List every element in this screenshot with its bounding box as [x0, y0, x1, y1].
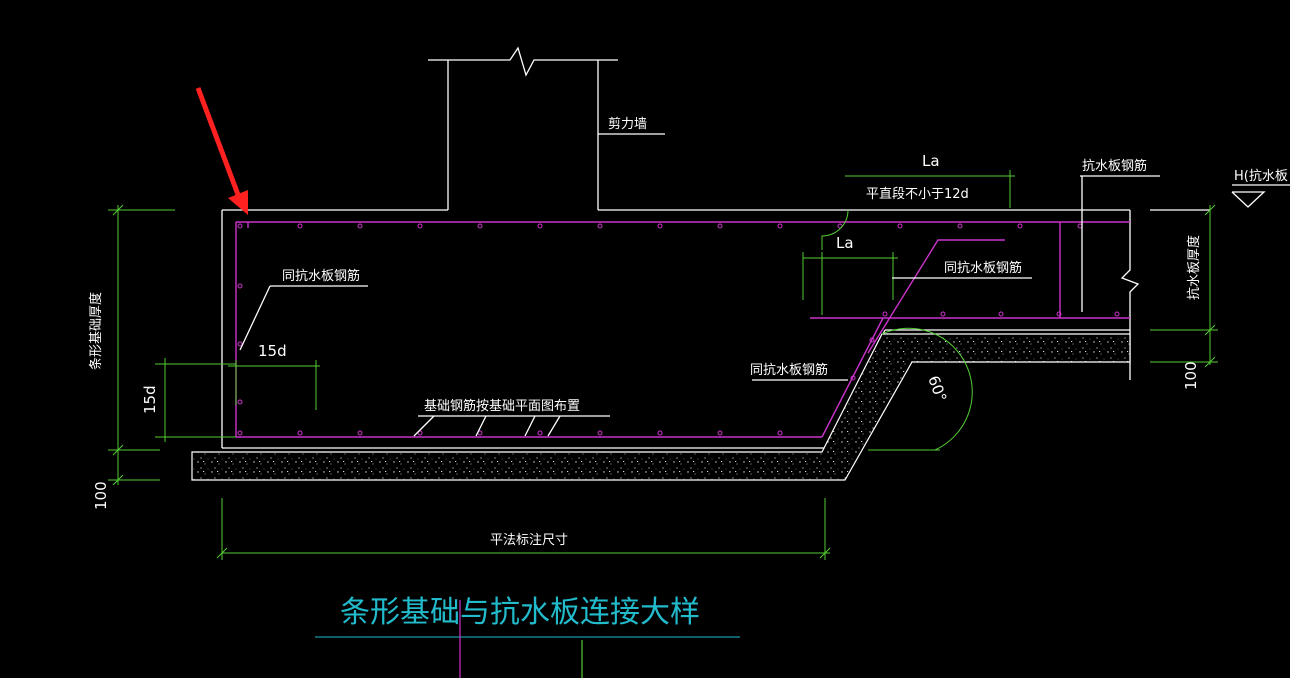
rebar-dot [237, 341, 243, 347]
rebar-dot [297, 430, 303, 436]
rebar-dot [657, 430, 663, 436]
dim-100-right: 100 [1182, 361, 1200, 390]
rebar-dot [237, 430, 243, 436]
rebar-dot [777, 430, 783, 436]
foundation-rebar-note: 基础钢筋按基础平面图布置 [424, 398, 580, 414]
shear-wall-label: 剪力墙 [608, 116, 647, 132]
h-marker-label: H(抗水板 [1234, 169, 1288, 184]
rebar-dot [237, 223, 243, 229]
rebar-dot [237, 399, 243, 405]
rebar-dot [657, 223, 663, 229]
la-top-label: La [922, 152, 940, 170]
rebar-dot [850, 375, 856, 381]
rebar-dot [1017, 223, 1023, 229]
rebar-dot [882, 311, 888, 317]
rebar-dot [537, 223, 543, 229]
concrete-bedding [191, 333, 1131, 481]
rebar-dot [597, 430, 603, 436]
rebar-dot [357, 430, 363, 436]
rebar-dot [869, 337, 875, 343]
slab-thickness-label: 抗水板厚度 [1186, 235, 1202, 300]
rebar-dots [237, 223, 1120, 436]
rebar-dot [998, 311, 1004, 317]
angle-label: 60° [924, 373, 950, 404]
foundation-outline [221, 209, 1210, 449]
red-arrow [195, 87, 248, 215]
rebar-dot [537, 430, 543, 436]
la-mid-label: La [836, 234, 854, 252]
strip-thickness-label: 条形基础厚度 [88, 292, 104, 370]
rebar-dot [297, 223, 303, 229]
rebar-dot [1114, 311, 1120, 317]
rebar-dot [717, 430, 723, 436]
same-rebar-right-label: 同抗水板钢筋 [944, 260, 1022, 276]
dim-15d-vertical: 15d [141, 385, 159, 414]
rebar-dot [1056, 311, 1062, 317]
rebar-dot [357, 223, 363, 229]
rebar-dot [477, 223, 483, 229]
dim-100-left: 100 [92, 481, 110, 510]
rebar-dot [417, 223, 423, 229]
same-rebar-slope-label: 同抗水板钢筋 [750, 362, 828, 378]
same-rebar-left-label: 同抗水板钢筋 [282, 268, 360, 284]
rebar-dot [717, 223, 723, 229]
rebar-dot [417, 430, 423, 436]
waterproof-rebar-label: 抗水板钢筋 [1082, 158, 1147, 174]
rebar-dot [237, 283, 243, 289]
rebar-dot [597, 223, 603, 229]
shear-wall [428, 46, 618, 210]
leader-lines [239, 133, 1290, 437]
dimension-lines [108, 170, 1218, 560]
straight-segment-label: 平直段不小于12d [866, 187, 969, 202]
drawing-title: 条形基础与抗水板连接大样 [340, 595, 700, 630]
rebar-dot [897, 223, 903, 229]
dim-15d-horizontal: 15d [258, 342, 287, 360]
plan-dimension-label: 平法标注尺寸 [490, 533, 568, 548]
rebar-dot [940, 311, 946, 317]
rebar-dot [777, 223, 783, 229]
rebar-dot [957, 223, 963, 229]
